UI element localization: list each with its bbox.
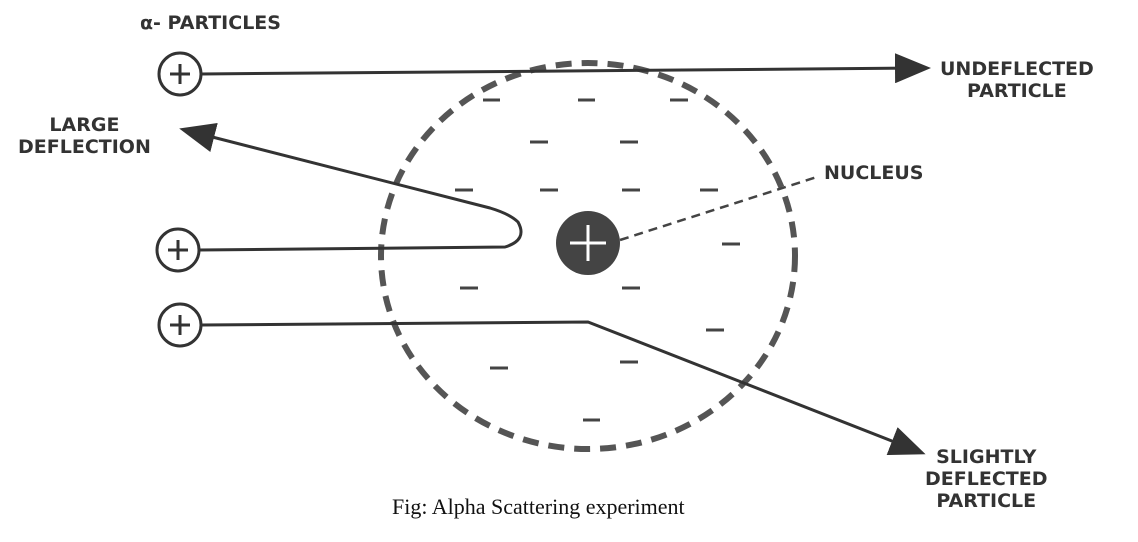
label-line: PARTICLE: [967, 80, 1067, 102]
label-alpha-particles: α- PARTICLES: [140, 12, 281, 34]
label-line: DEFLECTION: [18, 136, 151, 158]
nucleus-pointer: [619, 174, 821, 242]
electrons: [455, 98, 740, 422]
atom-boundary: [378, 60, 798, 452]
label-line: PARTICLE: [936, 490, 1037, 512]
label-line: LARGE: [49, 114, 120, 136]
alpha-particle-icons: [155, 51, 203, 348]
label-line: UNDEFLECTED: [940, 58, 1094, 80]
figure-caption: Fig: Alpha Scattering experiment: [392, 494, 685, 519]
particle-paths: [179, 53, 931, 456]
label-line: SLIGHTLY: [936, 446, 1037, 468]
label-nucleus: NUCLEUS: [824, 162, 924, 184]
nucleus: [556, 211, 620, 275]
label-line: DEFLECTED: [925, 468, 1048, 490]
